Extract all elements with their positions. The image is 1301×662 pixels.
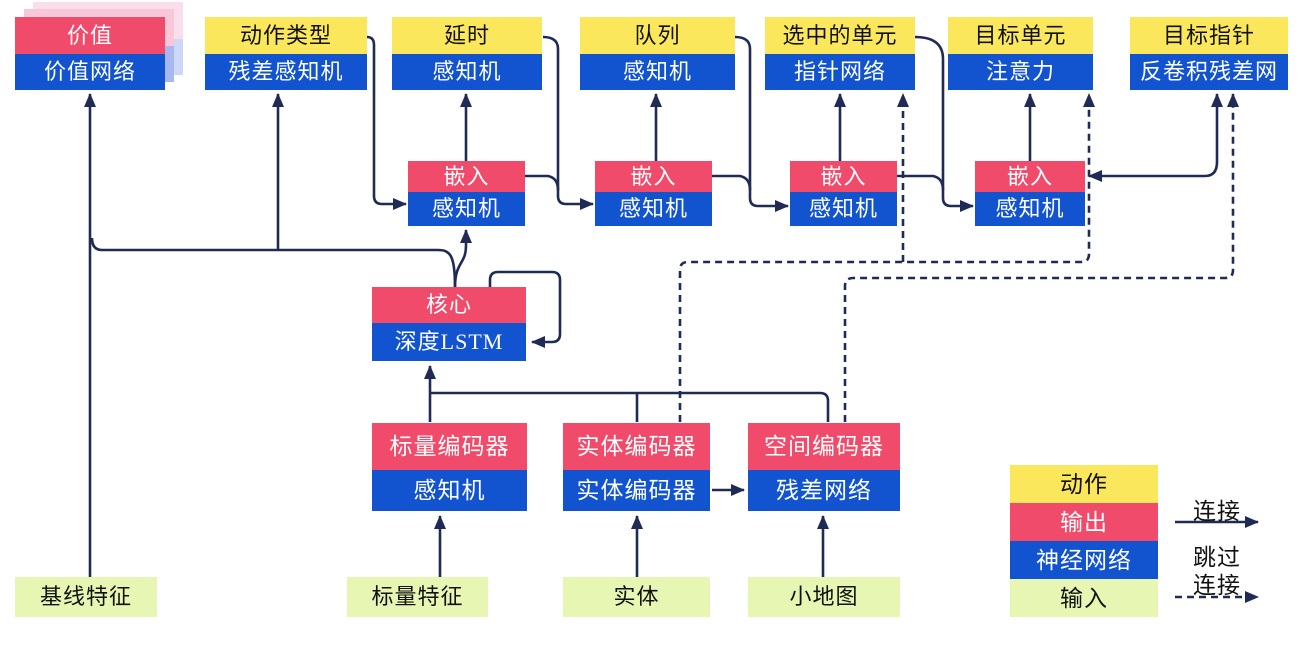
embedding-network-label: 感知机	[408, 192, 525, 226]
node-queue: 队列 感知机	[580, 17, 735, 90]
node-scalar-features: 标量特征	[347, 577, 488, 617]
node-baseline-features: 基线特征	[15, 577, 157, 617]
target-point-label: 目标指针	[1130, 17, 1288, 54]
embedding-network-label: 感知机	[790, 192, 897, 226]
minimap-label: 小地图	[748, 577, 900, 617]
node-entities: 实体	[563, 577, 710, 617]
delay-network-label: 感知机	[392, 54, 542, 90]
legend-connection-label: 连接	[1193, 499, 1241, 524]
node-value: 价值 价值网络	[15, 17, 165, 90]
embedding-network-label: 感知机	[975, 192, 1085, 226]
queue-label: 队列	[580, 17, 735, 54]
target-unit-label: 目标单元	[948, 17, 1093, 54]
node-spatial-encoder: 空间编码器 残差网络	[748, 423, 900, 511]
legend-network-label: 神经网络	[1010, 541, 1158, 579]
node-embedding-1: 嵌入 感知机	[408, 161, 525, 226]
node-target-point: 目标指针 反卷积残差网	[1130, 17, 1288, 90]
node-embedding-3: 嵌入 感知机	[790, 161, 897, 226]
action-type-network-label: 残差感知机	[205, 54, 367, 90]
embedding-output-label: 嵌入	[790, 161, 897, 192]
embedding-network-label: 感知机	[595, 192, 712, 226]
core-network-label: 深度LSTM	[372, 323, 526, 361]
node-core: 核心 深度LSTM	[372, 287, 526, 361]
legend-skip-label-line1: 跳过	[1193, 545, 1241, 570]
entity-encoder-label: 实体编码器	[563, 423, 710, 470]
legend-action-label: 动作	[1010, 465, 1158, 503]
legend-color-key: 动作 输出 神经网络 输入	[1010, 465, 1158, 617]
delay-label: 延时	[392, 17, 542, 54]
node-entity-encoder: 实体编码器 实体编码器	[563, 423, 710, 511]
scalar-encoder-network-label: 感知机	[372, 470, 527, 511]
spatial-encoder-network-label: 残差网络	[748, 470, 900, 511]
legend-output-label: 输出	[1010, 503, 1158, 541]
legend-input-label: 输入	[1010, 579, 1158, 617]
selected-units-network-label: 指针网络	[765, 54, 915, 90]
scalar-encoder-label: 标量编码器	[372, 423, 527, 470]
node-selected-units: 选中的单元 指针网络	[765, 17, 915, 90]
spatial-encoder-label: 空间编码器	[748, 423, 900, 470]
embedding-output-label: 嵌入	[408, 161, 525, 192]
node-action-type: 动作类型 残差感知机	[205, 17, 367, 90]
entity-encoder-network-label: 实体编码器	[563, 470, 710, 511]
selected-units-label: 选中的单元	[765, 17, 915, 54]
target-point-network-label: 反卷积残差网	[1130, 54, 1288, 90]
node-delay: 延时 感知机	[392, 17, 542, 90]
core-output-label: 核心	[372, 287, 526, 323]
action-type-label: 动作类型	[205, 17, 367, 54]
embedding-output-label: 嵌入	[595, 161, 712, 192]
skip-connections	[678, 93, 1259, 603]
value-output-label: 价值	[15, 17, 165, 54]
solid-connections	[84, 35, 1259, 577]
node-embedding-4: 嵌入 感知机	[975, 161, 1085, 226]
node-embedding-2: 嵌入 感知机	[595, 161, 712, 226]
embedding-output-label: 嵌入	[975, 161, 1085, 192]
node-minimap: 小地图	[748, 577, 900, 617]
value-network-label: 价值网络	[15, 54, 165, 90]
queue-network-label: 感知机	[580, 54, 735, 90]
baseline-features-label: 基线特征	[15, 577, 157, 617]
target-unit-network-label: 注意力	[948, 54, 1093, 90]
node-target-unit: 目标单元 注意力	[948, 17, 1093, 90]
node-scalar-encoder: 标量编码器 感知机	[372, 423, 527, 511]
legend-skip-label-line2: 连接	[1193, 573, 1241, 598]
scalar-features-label: 标量特征	[347, 577, 488, 617]
entities-label: 实体	[563, 577, 710, 617]
